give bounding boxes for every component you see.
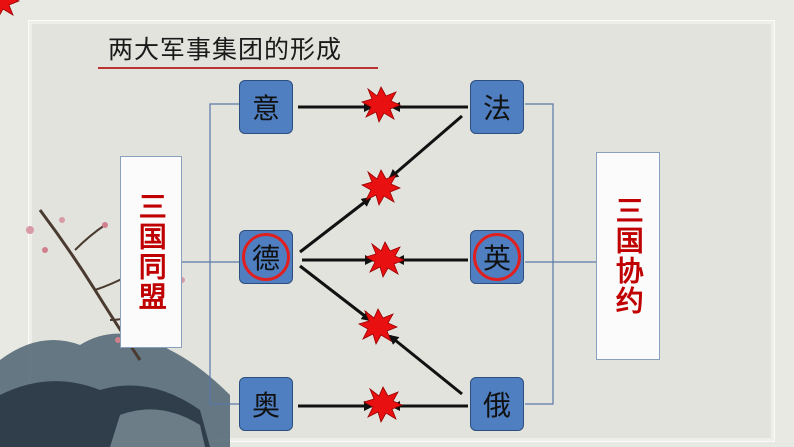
node-label: 奥 [251, 389, 280, 422]
triple-alliance-box: 三国同盟 [120, 156, 182, 348]
node-russia: 俄 [470, 377, 524, 431]
conflict-explosion-icon [0, 0, 21, 16]
conflict-explosion-icon [361, 86, 401, 123]
node-label: 法 [482, 92, 511, 125]
conflict-explosion-icon [358, 308, 398, 345]
conflict-explosion-icon [365, 241, 405, 278]
triple-entente-box: 三国协约 [596, 152, 660, 360]
highlight-ring [473, 233, 521, 281]
node-germany: 德 [239, 230, 293, 284]
node-label: 意 [251, 92, 280, 125]
highlight-ring [242, 233, 290, 281]
node-italy: 意 [239, 80, 293, 134]
title-underline [98, 67, 378, 69]
node-britain: 英 [470, 230, 524, 284]
conflict-explosion-icon [363, 386, 403, 423]
node-austria: 奥 [239, 377, 293, 431]
conflict-explosion-icon [361, 169, 401, 206]
node-france: 法 [470, 80, 524, 134]
slide-title: 两大军事集团的形成 [108, 35, 343, 64]
node-label: 俄 [482, 389, 511, 422]
triple-entente-label: 三国协约 [611, 196, 645, 316]
triple-alliance-label: 三国同盟 [134, 192, 168, 312]
